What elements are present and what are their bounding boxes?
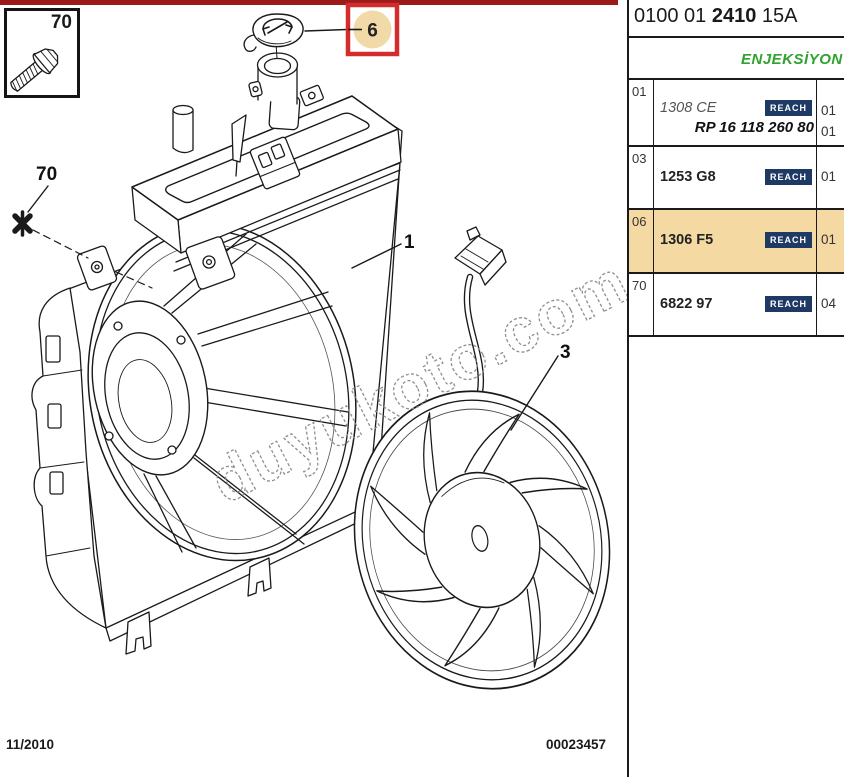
part-label-3[interactable]: 3 (560, 342, 571, 363)
part-number: 1253 G8 (660, 169, 716, 185)
catalog-header: 0100 01 2410 15A (629, 0, 844, 38)
bolt-ref-label: 70 (50, 12, 72, 33)
ref-number: 06 (629, 210, 654, 272)
reach-badge[interactable]: REACH (764, 100, 812, 116)
part-number: 1308 CE (660, 100, 717, 116)
radiator-fan-diagram: 70 1 3 6 duyukoto.com (12, 2, 627, 690)
replacement-part-number: RP 16 118 260 80 (694, 119, 814, 136)
ref-number: 01 (629, 80, 654, 145)
filler-neck (248, 43, 301, 131)
part-cell: 6822 97 REACH (654, 274, 816, 335)
bolt-position-marker (12, 210, 153, 289)
footer-date: 11/2010 (6, 737, 55, 752)
footer-code: 00023457 (546, 737, 607, 752)
part-cell: 1306 F5 REACH (654, 210, 816, 272)
part-label-70[interactable]: 70 (36, 164, 57, 185)
section-title-row: ENJEKSİYON (629, 38, 844, 80)
qty-cell: 01 (816, 147, 844, 208)
reach-badge[interactable]: REACH (764, 232, 812, 248)
parts-table-row-03[interactable]: 03 1253 G8 REACH 01 (629, 147, 844, 210)
leader-lines (27, 28, 559, 431)
callout-6-highlight[interactable]: 6 (345, 2, 400, 57)
qty-cell: 01 01 (816, 80, 844, 145)
parts-table-row-06-selected[interactable]: 06 1306 F5 REACH 01 (629, 210, 844, 274)
section-title: ENJEKSİYON (741, 51, 843, 68)
qty-cell: 01 (816, 210, 844, 272)
qty-value: 01 (821, 232, 837, 247)
part-cell: 1308 CE REACH RP 16 118 260 80 (654, 80, 816, 145)
header-tank (131, 84, 402, 272)
mounting-brackets (76, 236, 236, 291)
qty-value: 01 (821, 124, 837, 139)
qty-value: 01 (821, 103, 837, 118)
part-number: 1306 F5 (660, 232, 714, 248)
reach-badge[interactable]: REACH (764, 296, 812, 312)
qty-value: 04 (821, 296, 837, 311)
part-cell: 1253 G8 REACH (654, 147, 816, 208)
top-red-bar (0, 0, 618, 5)
reach-badge[interactable]: REACH (764, 169, 812, 185)
catalog-suffix: 15A (756, 5, 798, 27)
parts-panel: 0100 01 2410 15A ENJEKSİYON 01 1308 CE R… (627, 0, 844, 777)
ref-number: 70 (629, 274, 654, 335)
shroud-fan (87, 222, 357, 562)
cap-arrow-icon (262, 18, 293, 36)
part-number: 6822 97 (660, 296, 713, 312)
catalog-prefix: 0100 01 (634, 5, 712, 27)
parts-table-row-70[interactable]: 70 6822 97 REACH 04 (629, 274, 844, 337)
bolt-icon (10, 48, 59, 93)
parts-table-row-01[interactable]: 01 1308 CE REACH RP 16 118 260 80 01 01 (629, 80, 844, 147)
radiator-cap (243, 13, 304, 52)
ref-number: 03 (629, 147, 654, 208)
bolt-legend-box: 70 (4, 8, 80, 98)
catalog-page-number: 2410 (711, 5, 757, 27)
qty-cell: 04 (816, 274, 844, 335)
qty-value: 01 (821, 169, 837, 184)
part-label-6[interactable]: 6 (367, 21, 378, 42)
part-label-1[interactable]: 1 (404, 232, 415, 253)
fan-wheel (353, 390, 611, 690)
